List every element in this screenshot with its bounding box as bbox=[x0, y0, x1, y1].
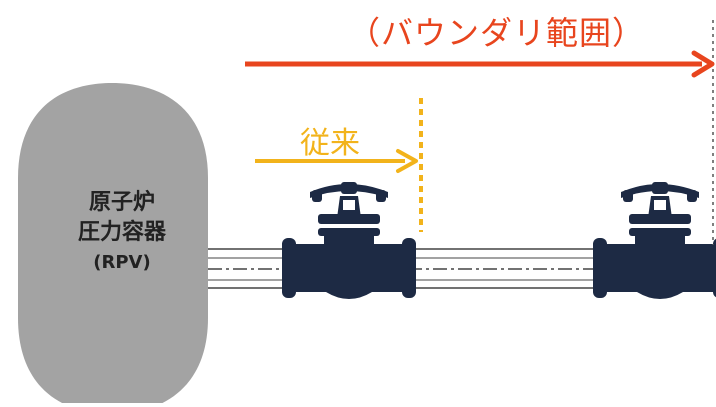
reactor-pressure-vessel bbox=[18, 83, 208, 407]
conventional-arrow bbox=[255, 149, 418, 173]
rpv-label-line3: (RPV) bbox=[93, 252, 151, 273]
gate-valve-2 bbox=[593, 182, 716, 299]
gate-valve-1 bbox=[282, 182, 416, 299]
boundary-range-label: （バウンダリ範囲） bbox=[348, 14, 646, 52]
rpv-label: 原子炉 圧力容器 (RPV) bbox=[62, 188, 182, 278]
conventional-label: 従来 bbox=[300, 126, 360, 161]
boundary-range-arrow bbox=[245, 50, 715, 78]
rpv-label-line2: 圧力容器 bbox=[77, 220, 166, 245]
rpv-label-line1: 原子炉 bbox=[88, 190, 155, 215]
